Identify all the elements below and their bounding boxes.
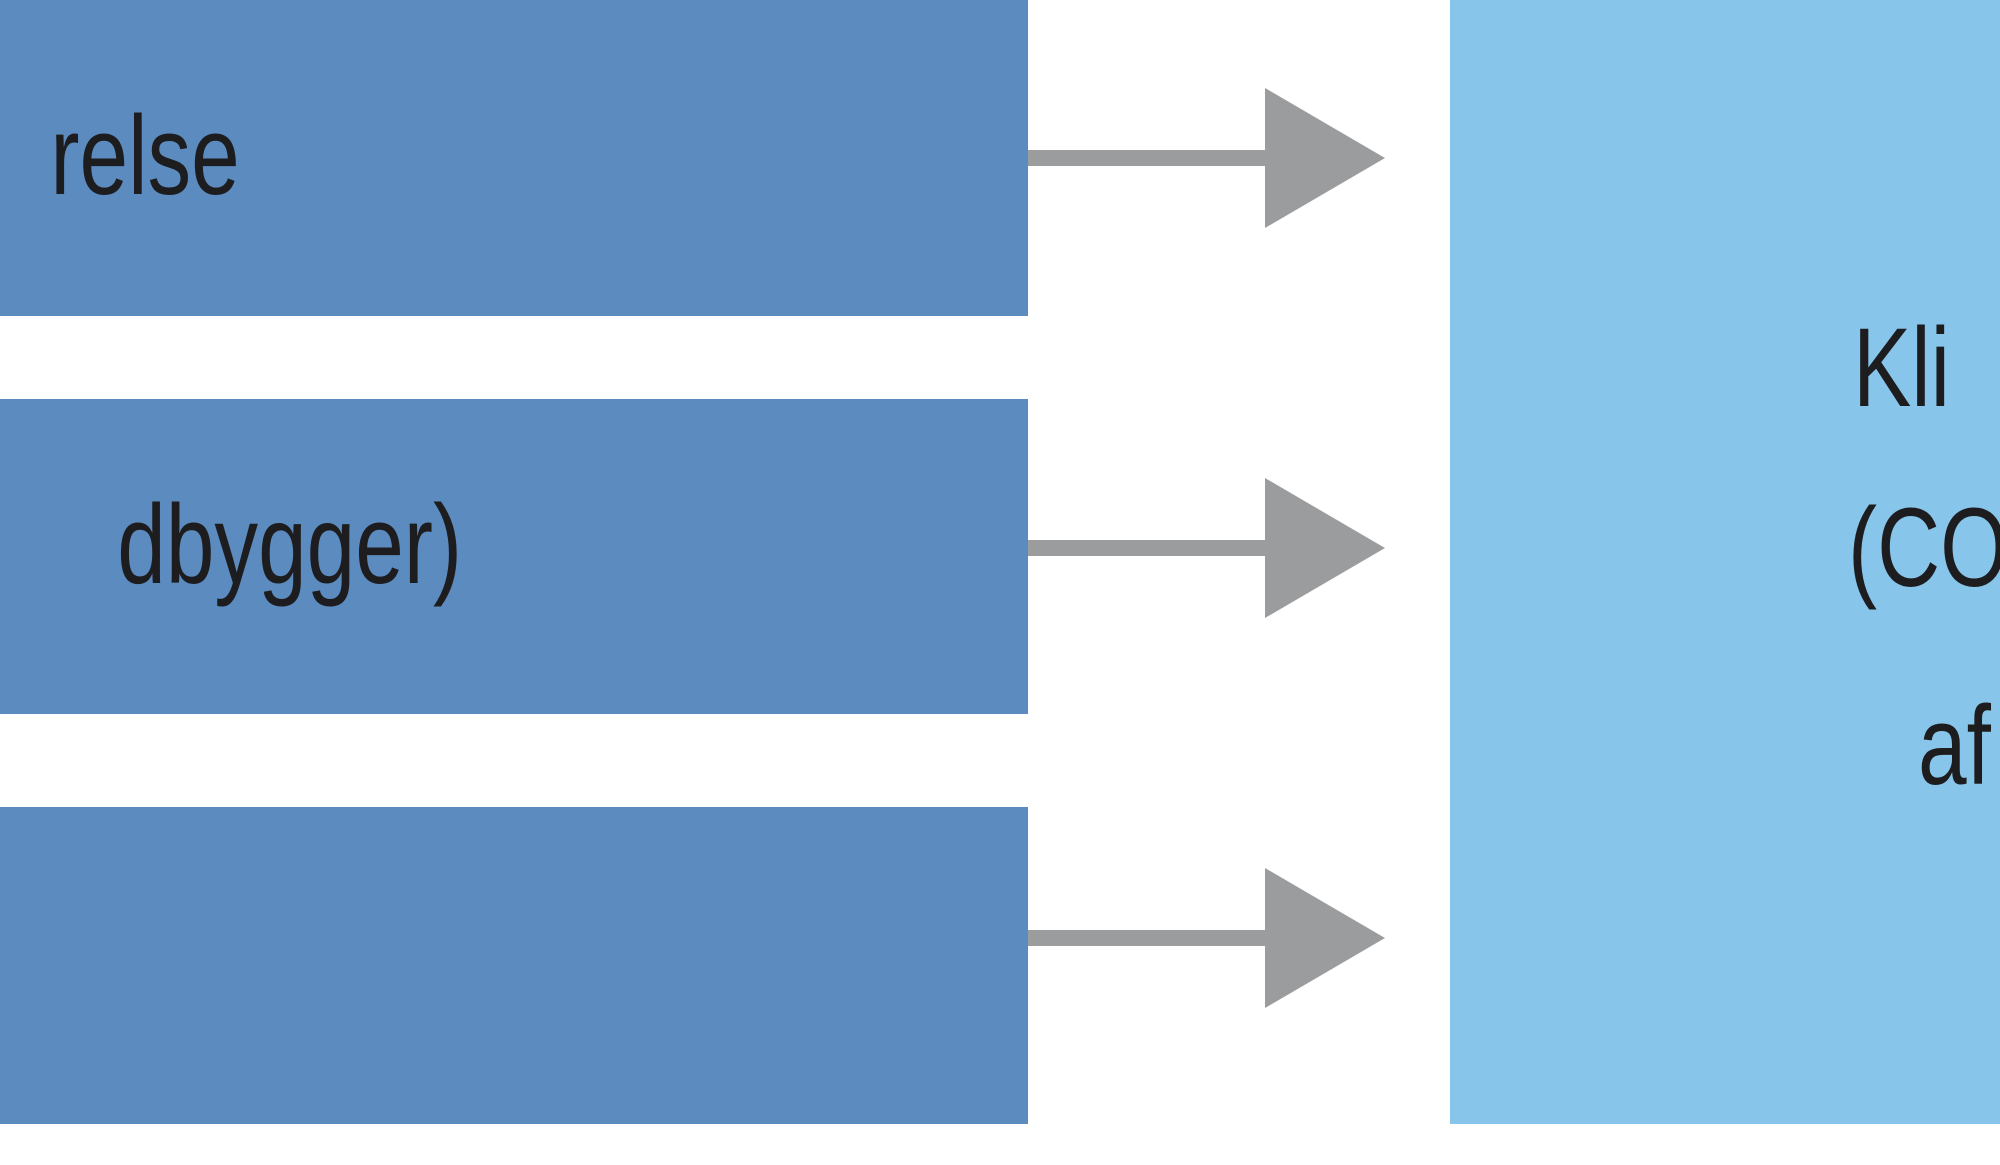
target-line-3: af — [1918, 683, 1991, 808]
target-line-1: Kli — [1853, 305, 1951, 430]
source-box-3 — [0, 807, 1028, 1124]
target-line-2: (CO — [1848, 485, 2000, 610]
arrow-icon — [1028, 868, 1385, 1008]
arrow-icon — [1028, 88, 1385, 228]
source-label-2: dbygger) — [117, 482, 462, 607]
target-box: Kli (CO af — [1450, 0, 2000, 1124]
arrow-icon — [1028, 478, 1385, 618]
source-label-1: relse — [50, 93, 240, 218]
source-box-2: dbygger) — [0, 399, 1028, 714]
source-box-1: relse — [0, 0, 1028, 316]
